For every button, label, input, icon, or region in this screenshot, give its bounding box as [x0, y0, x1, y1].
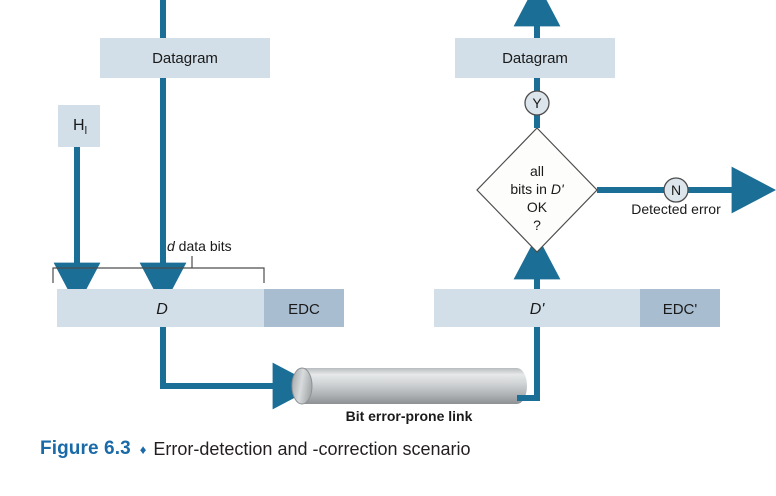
sender-header-subscript: l [85, 125, 87, 137]
receiver-datagram-box [455, 38, 615, 78]
sender-header-label: Hl [73, 117, 87, 137]
sender-header-letter: H [73, 117, 85, 134]
receiver-datagram-label: Datagram [502, 50, 568, 67]
figure-number: Figure 6.3 [40, 438, 131, 459]
data-bits-annotation: d data bits [167, 238, 232, 254]
figure-caption: Figure 6.3 ♦ Error-detection and -correc… [40, 434, 740, 464]
data-bits-bracket [52, 267, 265, 283]
link-label: Bit error-prone link [346, 408, 473, 424]
sender-header-box [58, 105, 100, 147]
receiver-edc-field-box [640, 289, 720, 327]
decision-line-2-italic: D' [551, 181, 565, 197]
yes-branch-label: Y [532, 95, 542, 111]
data-bits-annotation-rest: data bits [175, 238, 232, 254]
sender-data-field-label: D [156, 301, 168, 318]
decision-line-4: ? [533, 217, 541, 233]
caption-text: Error-detection and -correction scenario [153, 438, 471, 459]
decision-line-3: OK [527, 199, 548, 215]
sender-edc-field-box [264, 289, 344, 327]
receiver-edc-field-label: EDC' [663, 301, 698, 318]
decision-line-2: bits in D' [510, 181, 565, 197]
caption-diamond-icon: ♦ [139, 441, 147, 457]
no-branch-label: N [671, 182, 681, 198]
data-bits-annotation-italic: d [167, 238, 176, 254]
receiver-data-field-label: D' [530, 301, 546, 318]
decision-line-2-prefix: bits in [510, 181, 550, 197]
sender-datagram-label: Datagram [152, 50, 218, 67]
no-branch-circle [663, 177, 689, 203]
link-out-to-dprime [517, 327, 540, 401]
receiver-data-field-box [434, 289, 640, 327]
sender-data-field-box [57, 289, 264, 327]
decision-line-1: all [530, 163, 544, 179]
detected-error-label: Detected error [631, 201, 721, 217]
sender-edc-field-label: EDC [288, 301, 320, 318]
bit-error-prone-link-cylinder [291, 367, 527, 405]
sender-datagram-box [100, 38, 270, 78]
decision-diamond [476, 127, 598, 253]
sender-to-link-arrow [160, 327, 317, 410]
yes-branch-circle [524, 90, 550, 116]
